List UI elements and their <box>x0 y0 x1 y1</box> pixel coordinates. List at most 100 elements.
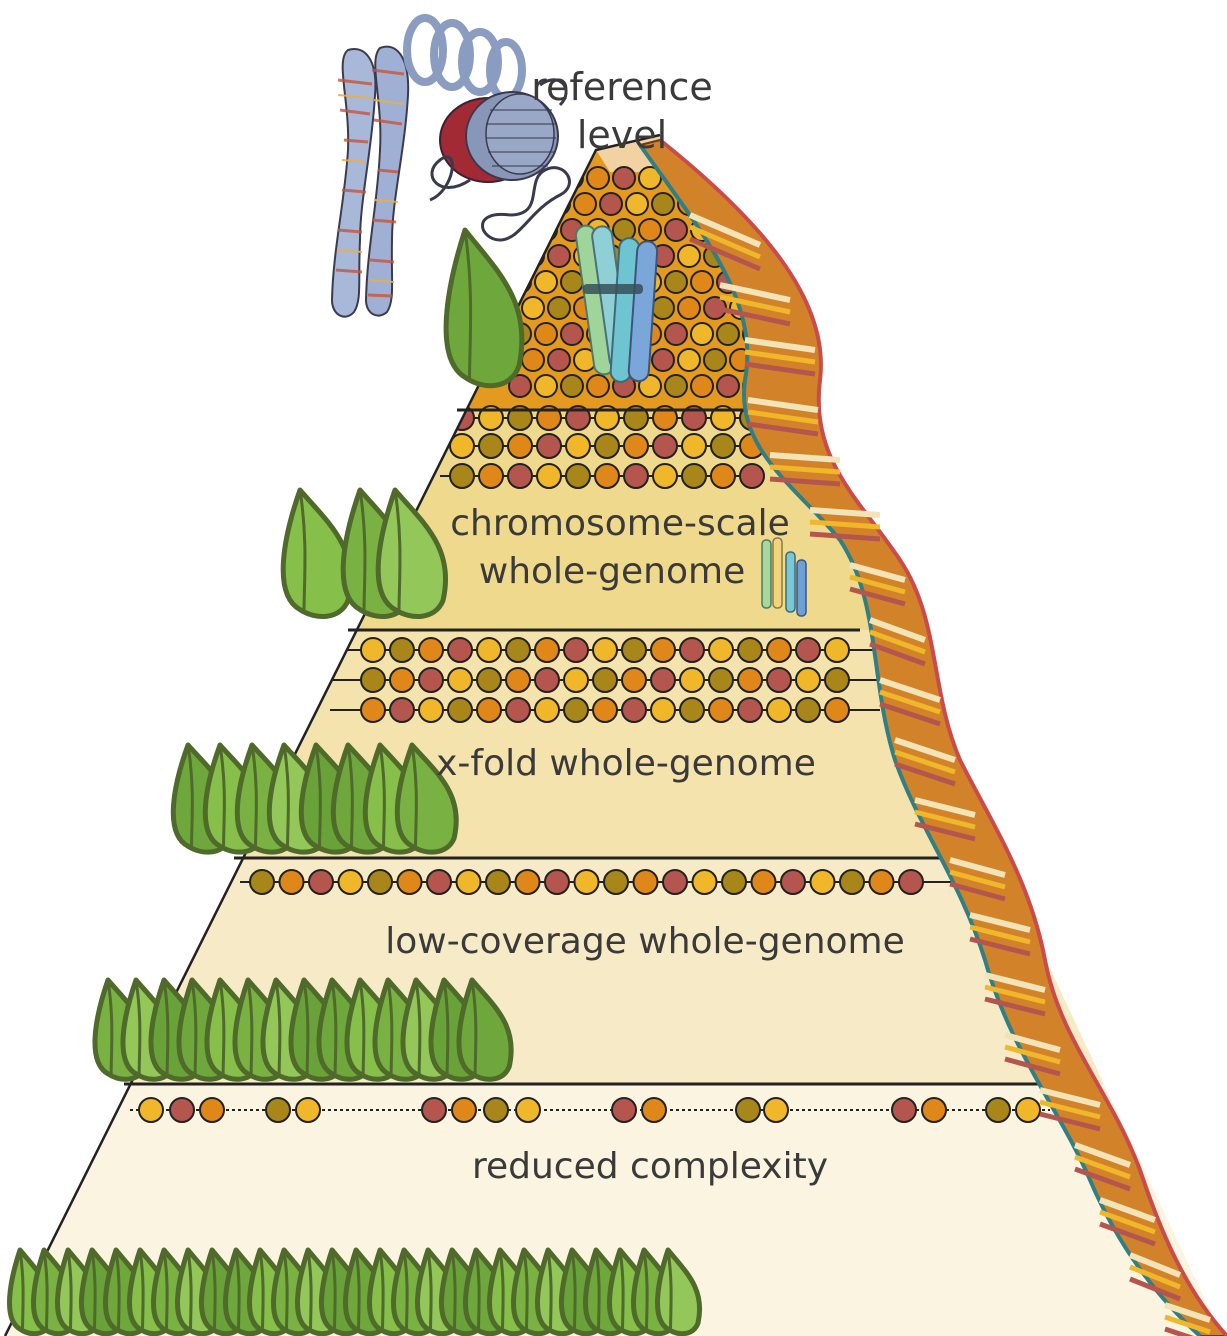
bead <box>477 698 501 722</box>
bead <box>743 167 765 189</box>
bead <box>390 638 414 662</box>
bead <box>767 698 791 722</box>
bead <box>691 323 713 345</box>
chromosome-icon <box>332 47 408 317</box>
bead <box>795 219 817 241</box>
bead <box>419 668 443 692</box>
bead <box>796 668 820 692</box>
bead <box>506 638 530 662</box>
bead <box>825 698 849 722</box>
bead <box>767 638 791 662</box>
bead <box>639 219 661 241</box>
bead <box>678 245 700 267</box>
bead <box>535 638 559 662</box>
leaf-icon <box>446 230 522 386</box>
bead <box>545 870 569 894</box>
bead <box>566 464 590 488</box>
bead <box>665 375 687 397</box>
bead <box>595 464 619 488</box>
label-reference-line1: reference <box>531 65 712 109</box>
bead <box>682 464 706 488</box>
bead <box>508 464 532 488</box>
bead <box>422 1098 446 1122</box>
bead <box>767 668 791 692</box>
bead <box>808 193 830 215</box>
bead <box>250 870 274 894</box>
bead <box>622 698 646 722</box>
bead <box>486 870 510 894</box>
bead <box>652 297 674 319</box>
bead <box>622 638 646 662</box>
bead <box>899 870 923 894</box>
bead <box>680 698 704 722</box>
bead <box>795 167 817 189</box>
bead <box>634 870 658 894</box>
bead <box>548 297 570 319</box>
bead <box>756 193 778 215</box>
bead <box>484 1098 508 1122</box>
bead <box>564 698 588 722</box>
bead <box>736 1098 760 1122</box>
bead <box>575 870 599 894</box>
bead <box>711 464 735 488</box>
bead <box>587 375 609 397</box>
bead <box>738 638 762 662</box>
bead <box>738 698 762 722</box>
bead <box>419 698 443 722</box>
bead <box>339 870 363 894</box>
bead <box>678 349 700 371</box>
bead <box>200 1098 224 1122</box>
bead <box>361 638 385 662</box>
bead <box>782 193 804 215</box>
bead <box>624 434 648 458</box>
bead <box>653 434 677 458</box>
bead <box>564 668 588 692</box>
bead <box>595 434 619 458</box>
label-reference-line2: level <box>577 113 667 157</box>
label-low-coverage: low-coverage whole-genome <box>385 921 905 962</box>
bead <box>709 668 733 692</box>
bead <box>892 1098 916 1122</box>
bead <box>390 698 414 722</box>
bead <box>811 870 835 894</box>
bead <box>769 167 791 189</box>
bead <box>781 870 805 894</box>
bead <box>752 870 776 894</box>
bead <box>722 870 746 894</box>
bead <box>840 870 864 894</box>
bead <box>612 1098 636 1122</box>
bead <box>508 434 532 458</box>
bead <box>709 638 733 662</box>
bead <box>651 638 675 662</box>
bead <box>922 1098 946 1122</box>
bead <box>448 698 472 722</box>
bead <box>622 668 646 692</box>
bead <box>516 1098 540 1122</box>
bead <box>691 375 713 397</box>
bead <box>535 323 557 345</box>
bead <box>561 323 583 345</box>
label-chromosome-scale-line1: chromosome-scale <box>450 503 790 544</box>
bead <box>600 193 622 215</box>
bead <box>477 668 501 692</box>
bead <box>537 434 561 458</box>
bead <box>566 434 590 458</box>
bead <box>717 323 739 345</box>
bead <box>652 349 674 371</box>
bead <box>986 1098 1010 1122</box>
bead <box>457 870 481 894</box>
bead <box>709 698 733 722</box>
bead <box>574 193 596 215</box>
bead <box>624 464 648 488</box>
bead <box>593 668 617 692</box>
bead <box>652 193 674 215</box>
leaf-shape <box>446 230 522 386</box>
bead <box>870 870 894 894</box>
bead <box>535 271 557 293</box>
bead <box>587 167 609 189</box>
bead <box>477 638 501 662</box>
bead <box>665 323 687 345</box>
bead <box>665 219 687 241</box>
bead <box>717 375 739 397</box>
bead <box>626 193 648 215</box>
